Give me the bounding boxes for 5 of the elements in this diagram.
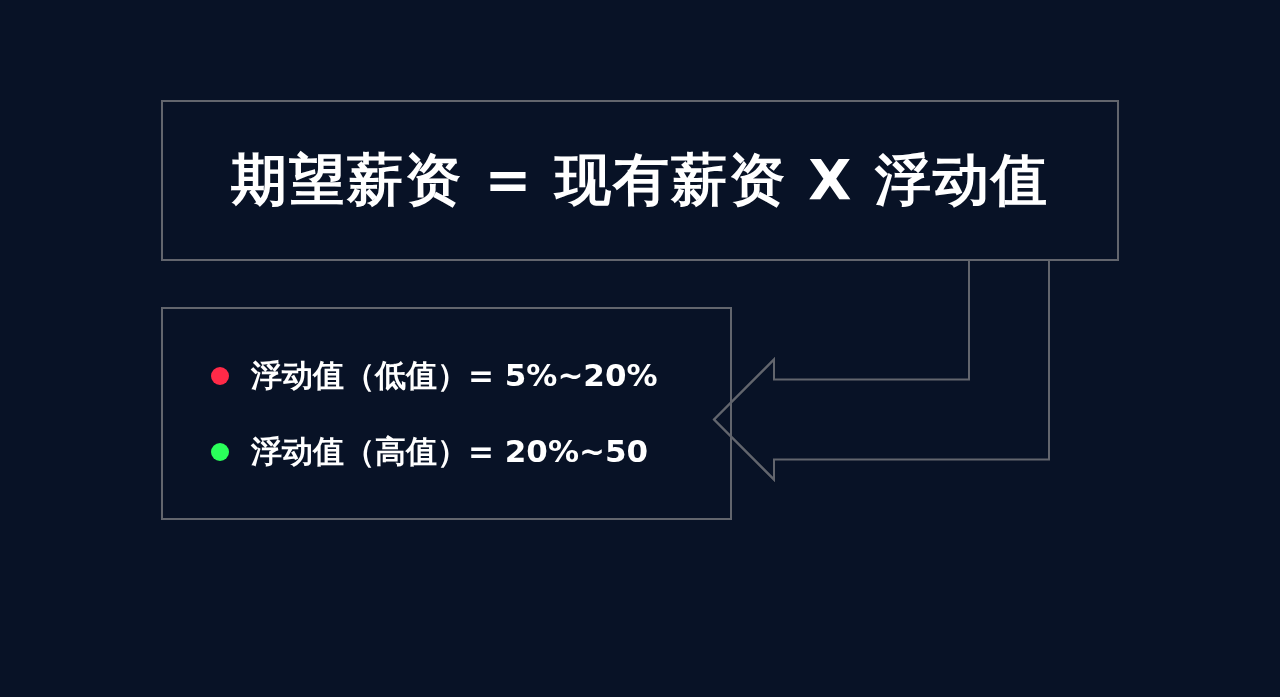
range-box [161,307,732,520]
range-text: 浮动值（高值）= 20%~50 [251,432,649,471]
formula-text: 期望薪资 = 现有薪资 X 浮动值 [230,145,1050,214]
formula-box [161,100,1119,261]
range-text: 浮动值（低值）= 5%~20% [251,356,658,395]
